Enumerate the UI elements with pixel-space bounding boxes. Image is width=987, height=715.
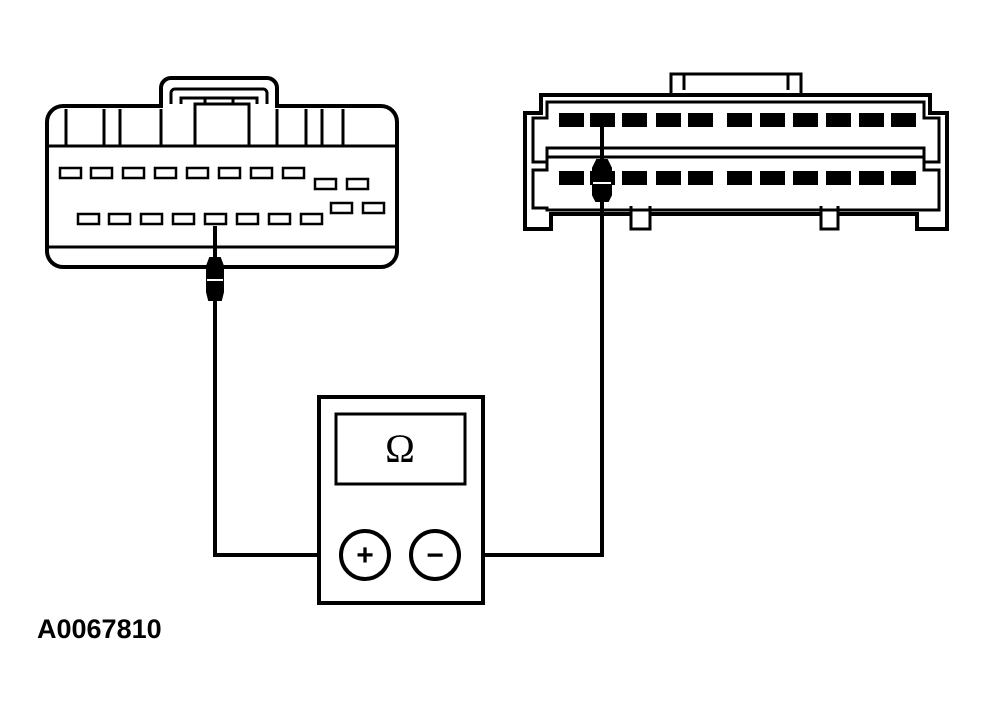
ohmmeter-display (334, 412, 467, 486)
right-connector-pin-row-1 (559, 113, 916, 127)
left-connector-test-pin (203, 212, 228, 226)
positive-probe-tip (206, 257, 224, 301)
figure-id-label: A0067810 (37, 614, 162, 644)
right-connector-latch-left (629, 206, 652, 231)
right-connector-test-pin (590, 113, 615, 127)
minus-sign: − (426, 539, 444, 572)
right-connector-body (523, 93, 949, 231)
right-connector-latch-right (819, 206, 840, 231)
plus-sign: + (356, 539, 374, 572)
right-connector (523, 72, 949, 231)
left-connector-pin-row-1 (58, 166, 370, 191)
negative-terminal[interactable]: − (409, 529, 461, 581)
left-connector-pin-row-2 (76, 201, 386, 226)
negative-probe-tip (592, 159, 612, 202)
positive-test-lead (213, 226, 340, 557)
ohmmeter: Ω + − (317, 395, 485, 605)
ohm-symbol: Ω (385, 426, 415, 471)
left-connector (45, 76, 399, 269)
test-leads (213, 124, 604, 557)
negative-test-lead (461, 124, 604, 557)
positive-terminal[interactable]: + (339, 529, 391, 581)
right-connector-pin-row-2 (559, 171, 916, 185)
